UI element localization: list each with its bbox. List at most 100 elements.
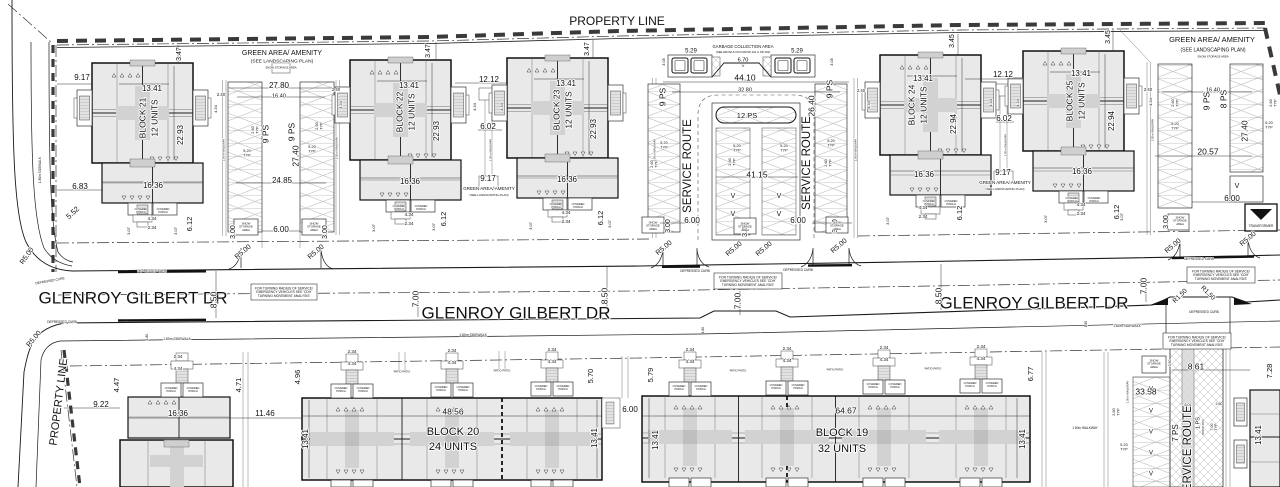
dim: 2.34 <box>348 349 357 354</box>
dim: 4.34 <box>405 212 414 217</box>
dim: 3.07 <box>1119 212 1124 221</box>
dim: 44.10 <box>734 72 756 82</box>
dim: 3.00 <box>742 223 749 237</box>
radius-label: R5.00 <box>830 238 849 255</box>
dim: 3.07 <box>173 226 178 235</box>
transformer <box>1244 203 1278 232</box>
dim: 3.45 <box>1105 30 1112 44</box>
garbage-bin <box>671 57 689 74</box>
walkway-label: 1.50m WALKWAY <box>854 139 858 162</box>
block-southeast <box>1233 389 1280 487</box>
dim: 3.00 <box>832 219 839 233</box>
walkway-label: 1.50m WALKWAY <box>1151 119 1155 142</box>
dim: 2.34 <box>919 214 928 219</box>
dim: 33.58 <box>1135 386 1157 396</box>
dim: 6.12 <box>955 206 964 221</box>
snow-storage-box <box>1167 213 1190 231</box>
visitor-marker: V <box>1235 183 1240 190</box>
dim: 4.34 <box>499 102 504 111</box>
parking-stalls <box>1229 63 1264 173</box>
parking-count: 9 PS <box>824 79 834 98</box>
dim: 22.93 <box>589 118 598 139</box>
radius-label: R5.00 <box>234 244 253 261</box>
dim: 16.36 <box>143 181 164 190</box>
dim: 6.70 <box>738 57 749 63</box>
dim: 3.00 <box>322 225 329 239</box>
dim: 2.60 <box>1216 402 1223 406</box>
patio-label: PATIO PATIO <box>730 369 748 373</box>
dim: 6.00 <box>622 405 638 414</box>
visitor-marker: V <box>731 193 736 200</box>
block-22-units: 12 UNITS <box>406 93 416 131</box>
service-route-label: SERVICE ROUTE <box>1182 405 1194 487</box>
turning-note: FOR TURNING RADIUS OF SERVICE/EMERGENCY … <box>719 275 777 286</box>
turning-note: FOR TURNING RADIUS OF SERVICE/EMERGENCY … <box>1168 335 1226 346</box>
property-boundary <box>7 3 1280 487</box>
dim: 2.60TYP <box>251 126 259 134</box>
radius-label: R1.50 <box>1199 285 1216 302</box>
snow-storage-label: SNOW STORAGE AREA <box>1197 55 1228 59</box>
dim: 9.17 <box>480 174 496 183</box>
green-area-sub: (SEE LANDSCAPING PLAN) <box>985 187 1024 191</box>
street-name-right: GLENROY GILBERT DR <box>940 293 1129 312</box>
dim: 3.00 <box>1163 215 1170 229</box>
parking-stalls <box>814 83 848 233</box>
block-21-units: 12 UNITS <box>149 99 159 137</box>
block-19-units: 32 UNITS <box>818 443 866 455</box>
dim: 16.40 <box>272 93 286 99</box>
dim: 13.41 <box>1071 69 1092 78</box>
parking-court-east <box>1119 29 1278 235</box>
dim: 3.07 <box>528 221 533 230</box>
walkway-label: 1.50m WALKWAY <box>335 137 339 160</box>
dim: 27.80 <box>269 81 290 90</box>
dim: 9.17 <box>995 168 1011 177</box>
depressed-curb-label: DEPRESSED CURB <box>47 320 77 324</box>
parking-count: 7 PS <box>1171 424 1180 441</box>
garbage-bin <box>774 57 792 74</box>
dim: 3.07 <box>1043 214 1048 223</box>
snow-storage-box <box>733 217 757 235</box>
dim: 16.36 <box>914 170 935 179</box>
dim: 7.28 <box>1265 364 1274 379</box>
dim: 7.00 <box>1138 277 1148 294</box>
dim: 2.60TYP <box>1112 408 1120 416</box>
dim: 20.57 <box>1197 146 1219 156</box>
visitor-marker: V <box>1149 451 1153 457</box>
block-21-name: BLOCK 21 <box>137 97 147 138</box>
dim: 1.80 <box>701 327 705 333</box>
dim: 2.40 <box>217 92 226 97</box>
dim: 4.34 <box>1015 98 1020 107</box>
dim: 6.00 <box>684 216 700 225</box>
garbage-bin <box>690 57 708 74</box>
block-20 <box>301 351 603 487</box>
dim: 3.07 <box>885 216 890 225</box>
green-area-label: GREEN AREA/ AMENITY <box>463 186 515 191</box>
dim: 3.47 <box>584 42 591 56</box>
dim: 2.60TYP <box>1269 99 1277 107</box>
dim: 13.41 <box>556 79 577 88</box>
parking-stalls <box>1157 63 1193 209</box>
property-line-top-label: PROPERTY LINE <box>569 14 665 28</box>
dim: 2.34 <box>548 347 557 352</box>
dim: 5.52 <box>64 204 81 221</box>
visitor-marker: V <box>1149 430 1153 436</box>
depressed-curb-label: DEPRESSED CURB <box>1189 310 1219 314</box>
snow-storage-box <box>233 218 259 236</box>
